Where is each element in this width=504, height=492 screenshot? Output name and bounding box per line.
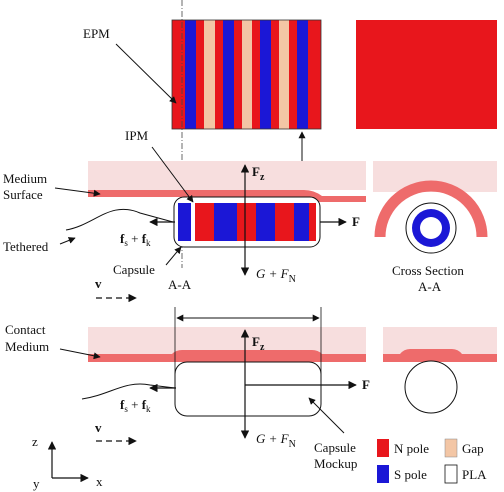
axis-x-label: x [96,474,103,489]
epm-s-stripe [185,20,196,129]
ipm-segment [178,203,191,241]
tether-line [65,208,174,231]
ipm-segment [294,203,309,241]
friction-top: fs + fk [120,231,151,248]
ipm-segment [256,203,275,241]
label-medium-surface-2: Surface [3,187,43,202]
label-section-aa: A-A [168,277,192,292]
ipm-leader [151,146,194,203]
cross-section-core [420,217,442,239]
label-contact-medium-2: Medium [5,339,49,354]
label-cross-section-1: Cross Section [392,263,464,278]
legend: N pole Gap S pole PLA [377,438,487,484]
epm-gap-stripe [242,20,252,129]
medium-top [88,161,366,190]
force-f-bottom: F [362,377,370,392]
label-medium-surface-1: Medium [3,171,47,186]
label-epm: EPM [83,26,110,41]
mockup-cross-surface [383,349,497,362]
ipm-capsule [173,196,321,248]
velocity-top-label: v [95,276,102,291]
legend-s-pole: S pole [394,467,427,482]
label-cross-section-2: A-A [418,279,442,294]
cross-section-surface-arc [374,180,488,238]
epm-gap-stripe [204,20,215,129]
axis-z-label: z [32,434,38,449]
force-gfn-bottom: G + FN [256,431,296,450]
force-fz-bottom: Fz [252,334,265,353]
legend-n-pole: N pole [394,441,429,456]
legend-gap: Gap [462,441,484,456]
capsule-leader [165,246,182,266]
contact-medium-leader [59,348,101,360]
medium-surface-bottom [88,350,366,362]
medium-surface-leader [54,187,101,197]
label-capsule: Capsule [113,262,155,277]
label-capsule-mockup-2: Mockup [314,456,357,471]
label-capsule-mockup-1: Capsule [314,440,356,455]
epm-leader [115,43,177,104]
legend-pla-swatch [444,464,458,484]
axis-y-label: y [33,476,40,491]
epm-s-stripe [297,20,308,129]
tethered-leader [59,237,76,245]
force-gfn-top: G + FN [256,266,296,285]
epm-gap-stripe [279,20,289,129]
legend-pla: PLA [462,467,487,482]
medium-bottom [88,327,366,354]
legend-s-pole-swatch [377,465,389,483]
velocity-bottom-label: v [95,420,102,435]
legend-n-pole-swatch [377,439,389,457]
force-fz-top: Fz [252,164,265,183]
epm-s-stripe [223,20,234,129]
medium-surface-top [88,190,366,202]
force-f-top: F [352,214,360,229]
epm-magnet [171,19,322,130]
capsule-mockup [174,361,322,417]
epm-s-stripe [260,20,271,129]
friction-bottom: fs + fk [120,397,151,414]
mockup-leader [308,397,345,434]
label-ipm: IPM [125,128,149,143]
ipm-segment [214,203,237,241]
epm-side-view [356,20,497,129]
ipm-segment [309,203,316,241]
mockup-cross-shell [404,360,458,414]
legend-gap-swatch [444,438,458,458]
label-tethered: Tethered [3,239,49,254]
ipm-segment [237,203,256,241]
coordinate-axes: z y x [32,434,103,491]
label-contact-medium-1: Contact [5,322,46,337]
ipm-segment [275,203,294,241]
ipm-segment [195,203,214,241]
